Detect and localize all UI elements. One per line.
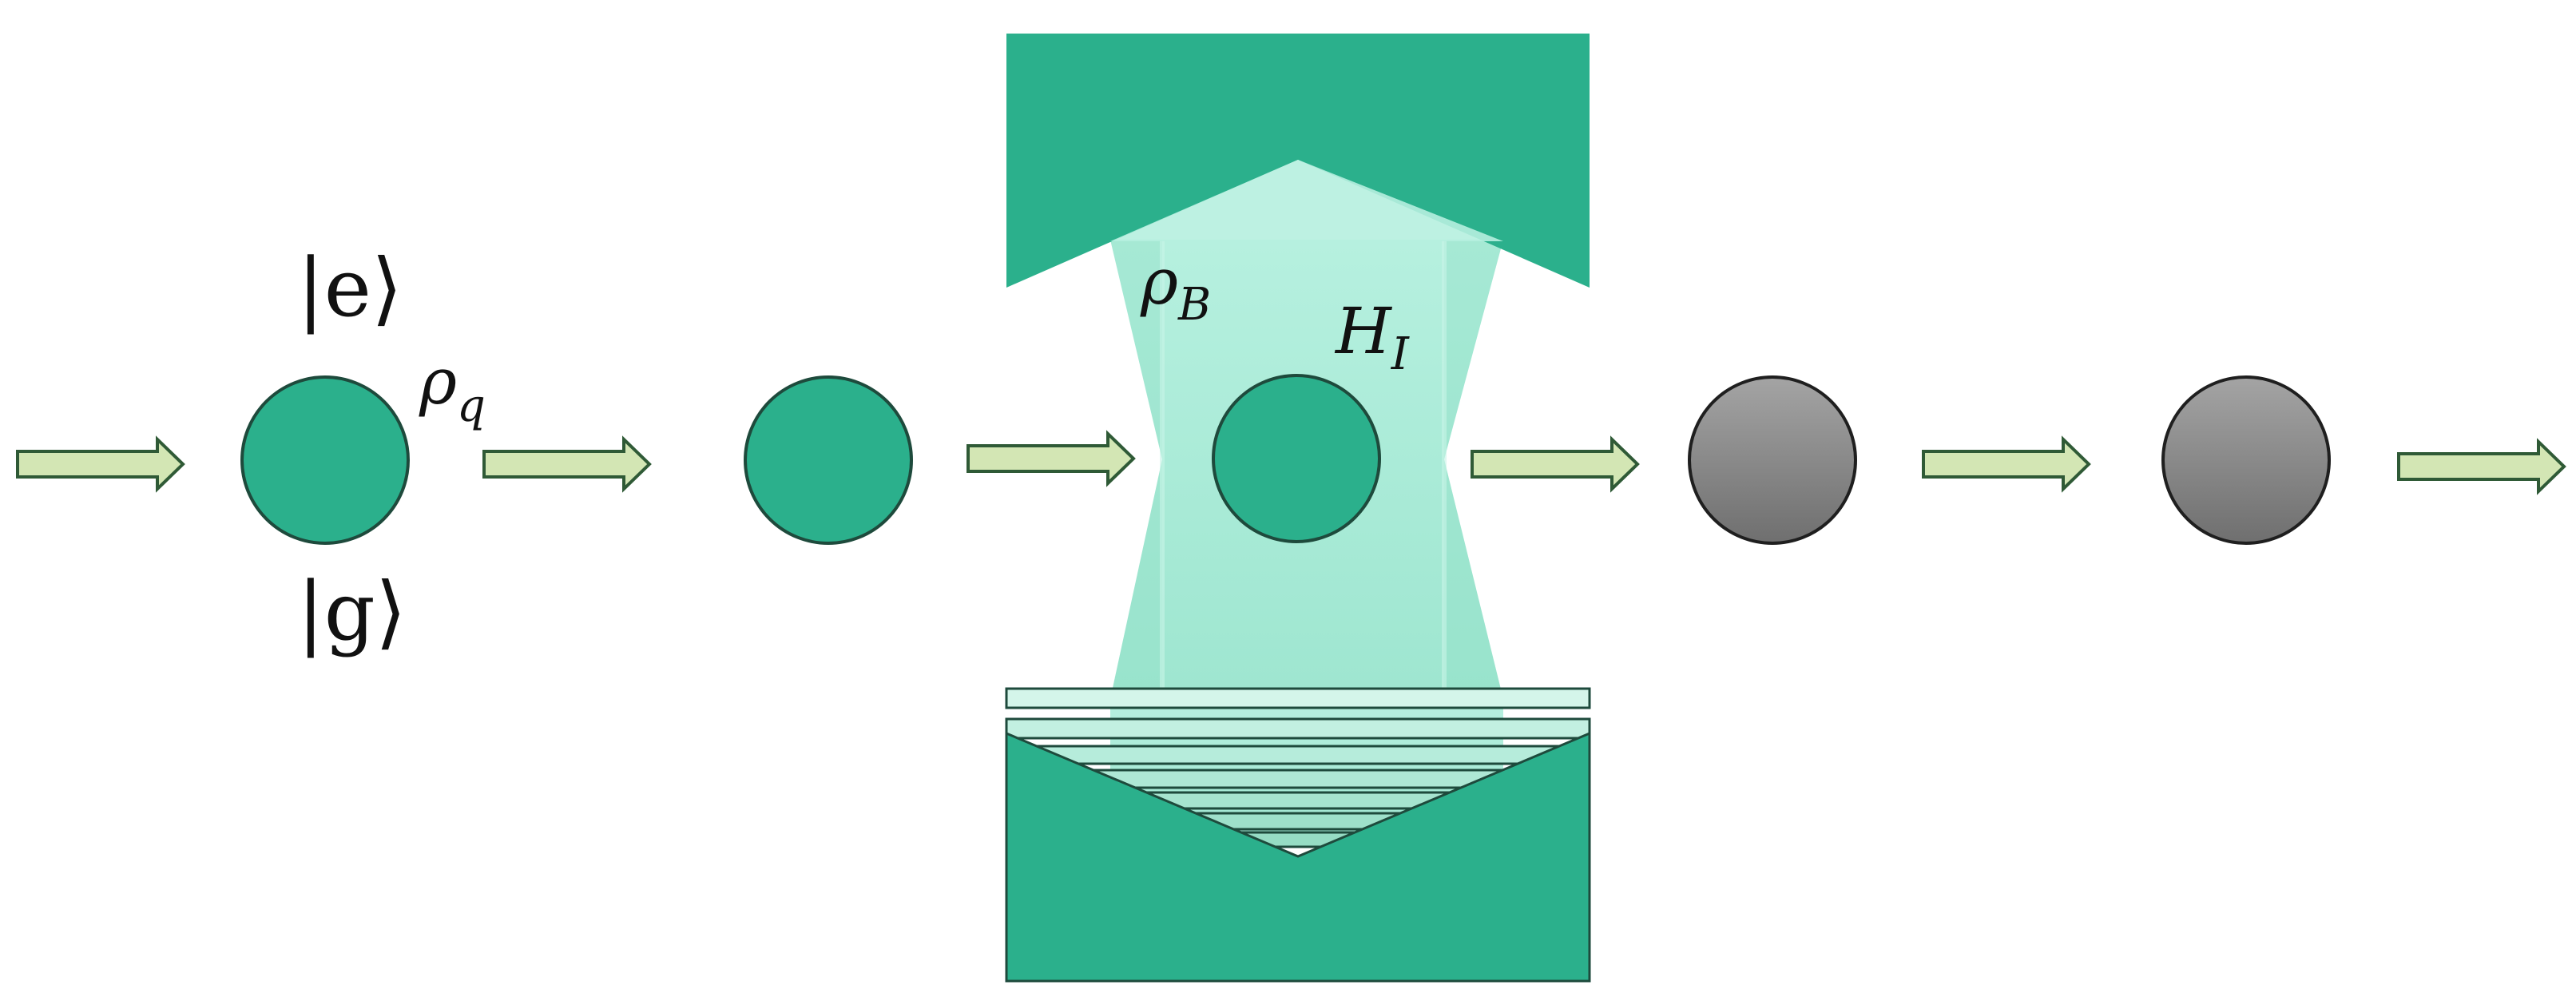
right-arrow-icon: [2397, 438, 2566, 495]
right-arrow-icon: [1471, 435, 1640, 493]
qubit-density-label: ρq: [419, 344, 486, 432]
bath-density-label: ρB: [1140, 244, 1211, 331]
right-arrow-icon: [482, 435, 652, 493]
qubit-approaching: [744, 375, 913, 545]
excited-state-label: |e⟩: [297, 241, 403, 335]
top-mirror-glow: [1110, 160, 1503, 241]
qubit-incoming: [240, 375, 410, 545]
right-arrow-icon: [966, 430, 1136, 487]
ground-state-label: |g⟩: [297, 565, 407, 658]
top-cavity-mirror: [1006, 34, 1590, 288]
qubit-in-cavity: [1212, 374, 1381, 543]
right-arrow-icon: [1922, 435, 2091, 493]
right-arrow-icon: [16, 435, 185, 493]
qubit-exited: [2161, 375, 2331, 545]
bottom-cavity-mirror: [1005, 731, 1591, 983]
qubit-outgoing: [1688, 375, 1857, 545]
interaction-hamiltonian-label: HI: [1334, 294, 1411, 380]
